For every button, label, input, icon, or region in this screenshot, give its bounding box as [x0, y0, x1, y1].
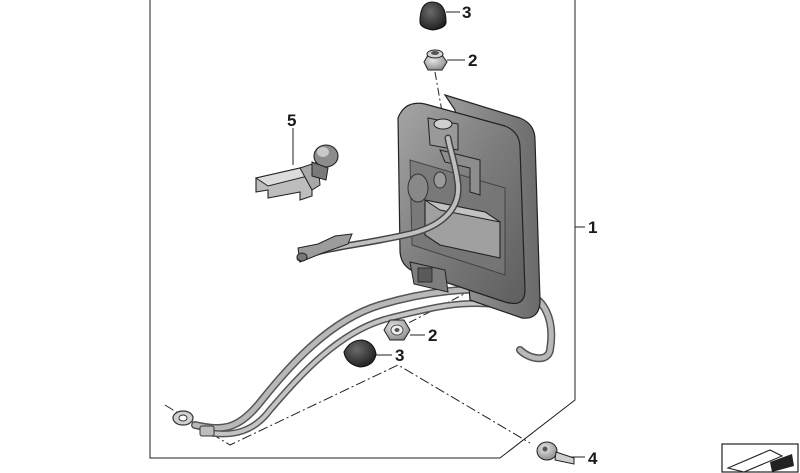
part-4-screw — [536, 441, 575, 465]
callout-5: 5 — [287, 111, 296, 130]
callout-3-top: 3 — [462, 3, 471, 22]
dashdot-line-top — [434, 71, 448, 141]
upper-cable — [296, 134, 462, 263]
part-3-cap-top — [419, 1, 447, 31]
assembly-frame — [149, 0, 576, 459]
part-5-clip — [254, 144, 339, 201]
callout-3-bottom: 3 — [395, 346, 404, 365]
wire-harness — [172, 285, 556, 438]
part-3-cap-bottom — [343, 339, 377, 368]
part-2-nut-top — [423, 49, 448, 71]
dashdot-line-mid — [394, 291, 469, 331]
part-2-nut-bottom — [383, 319, 411, 341]
callout-4: 4 — [588, 449, 598, 468]
callout-2-top: 2 — [468, 51, 477, 70]
parts-diagram-corner-icon — [721, 443, 799, 473]
callout-2-bottom: 2 — [428, 326, 437, 345]
control-module-housing — [397, 93, 541, 319]
callout-1: 1 — [588, 218, 597, 237]
